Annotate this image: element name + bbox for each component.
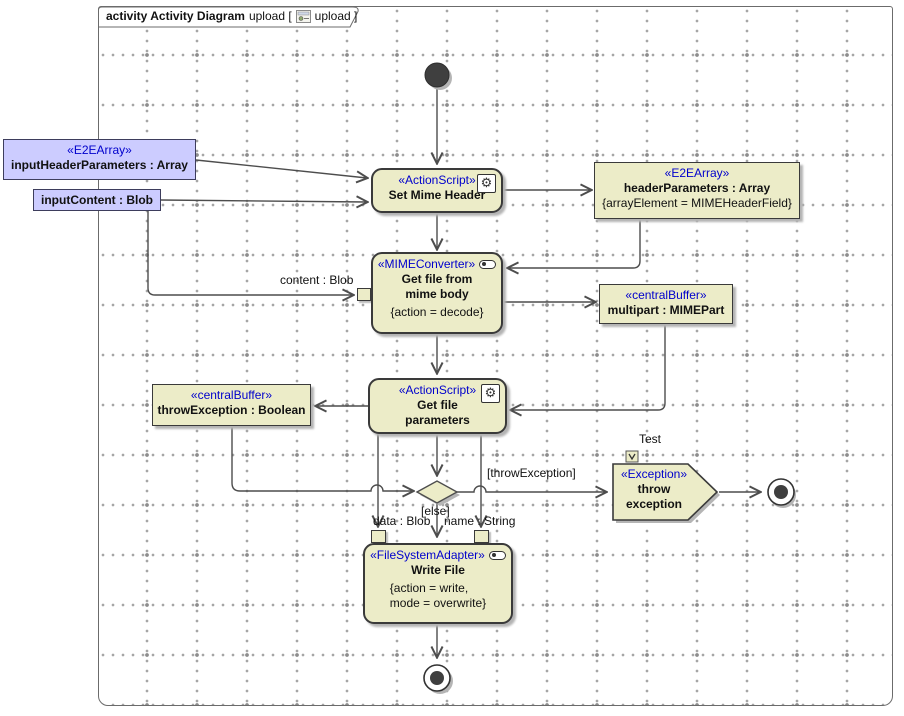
action-get-file-from-mime-body[interactable]: «MIMEConverter» Get file from mime body …	[371, 252, 503, 334]
tagged-values: {action = write, mode = overwrite}	[389, 581, 487, 610]
action-name: Write File	[411, 563, 465, 577]
action-set-mime-header[interactable]: «ActionScript» Set Mime Header ⚙	[371, 168, 503, 213]
tagged-values: {arrayElement = MIMEHeaderField}	[602, 196, 792, 210]
stereotype-label: «centralBuffer»	[625, 288, 707, 302]
object-node-multipart[interactable]: «centralBuffer» multipart : MIMEPart	[599, 284, 733, 324]
action-name: Set Mime Header	[388, 188, 486, 202]
edge-label-throwexception-guard[interactable]: [throwException]	[487, 466, 576, 480]
stereotype-label: «ActionScript»	[398, 383, 477, 397]
title-tab-shape	[98, 6, 359, 28]
parameter-name: inputHeaderParameters : Array	[11, 158, 188, 172]
gear-icon: ⚙	[477, 174, 496, 193]
content-input-pin[interactable]	[357, 288, 371, 301]
diagram-title-keyword: activity Activity Diagram	[106, 9, 245, 23]
parameter-node-inputheaderparameters[interactable]: «E2EArray» inputHeaderParameters : Array	[3, 139, 196, 180]
object-name: headerParameters : Array	[623, 181, 771, 195]
send-signal-throw-exception[interactable]: «Exception» throw exception	[613, 467, 695, 512]
diagram-title-pre: upload [	[248, 9, 292, 23]
object-name: throwException : Boolean	[157, 403, 306, 417]
diagram-thumbnail-icon	[295, 9, 311, 23]
action-write-file[interactable]: «FileSystemAdapter» Write File {action =…	[363, 543, 513, 624]
stereotype-text: «MIMEConverter»	[377, 257, 476, 271]
diagram-title: activity Activity Diagram upload [ uploa…	[106, 8, 357, 24]
object-node-throwexception[interactable]: «centralBuffer» throwException : Boolean	[152, 384, 311, 426]
stereotype-label: «Exception»	[620, 467, 688, 481]
stereotype-text: «FileSystemAdapter»	[370, 548, 485, 562]
action-name: throw exception	[625, 482, 682, 511]
name-input-pin[interactable]	[474, 530, 489, 543]
parameter-node-inputcontent[interactable]: inputContent : Blob	[33, 189, 161, 211]
edge-label-name-string[interactable]: name : String	[444, 514, 516, 528]
edge-label-else-guard[interactable]: [else]	[421, 504, 450, 518]
adapter-icon	[488, 551, 506, 560]
tagged-values: {action = decode}	[390, 305, 484, 319]
action-get-file-parameters[interactable]: «ActionScript» Get file parameters ⚙	[368, 378, 507, 434]
object-name: multipart : MIMEPart	[607, 303, 725, 317]
stereotype-label: «E2EArray»	[664, 166, 730, 180]
stereotype-label: «ActionScript»	[398, 173, 476, 187]
stereotype-label: «FileSystemAdapter»	[365, 548, 511, 563]
edge-label-data-blob[interactable]: data : Blob	[373, 514, 431, 528]
object-node-headerparameters[interactable]: «E2EArray» headerParameters : Array {arr…	[594, 162, 800, 219]
edge-label-content-blob[interactable]: content : Blob	[280, 273, 354, 287]
diagram-title-post: upload ]	[314, 9, 358, 23]
gear-icon: ⚙	[481, 384, 500, 403]
adapter-icon	[479, 260, 497, 269]
diagram-title-tab	[98, 6, 364, 28]
edge-label-test[interactable]: Test	[639, 432, 662, 446]
action-name: Get file from mime body	[401, 272, 473, 301]
action-name: Get file parameters	[405, 398, 470, 427]
parameter-name: inputContent : Blob	[41, 193, 153, 207]
data-input-pin[interactable]	[371, 530, 386, 543]
stereotype-label: «centralBuffer»	[190, 388, 273, 402]
stereotype-label: «MIMEConverter»	[373, 257, 501, 272]
stereotype-label: «E2EArray»	[67, 143, 132, 157]
